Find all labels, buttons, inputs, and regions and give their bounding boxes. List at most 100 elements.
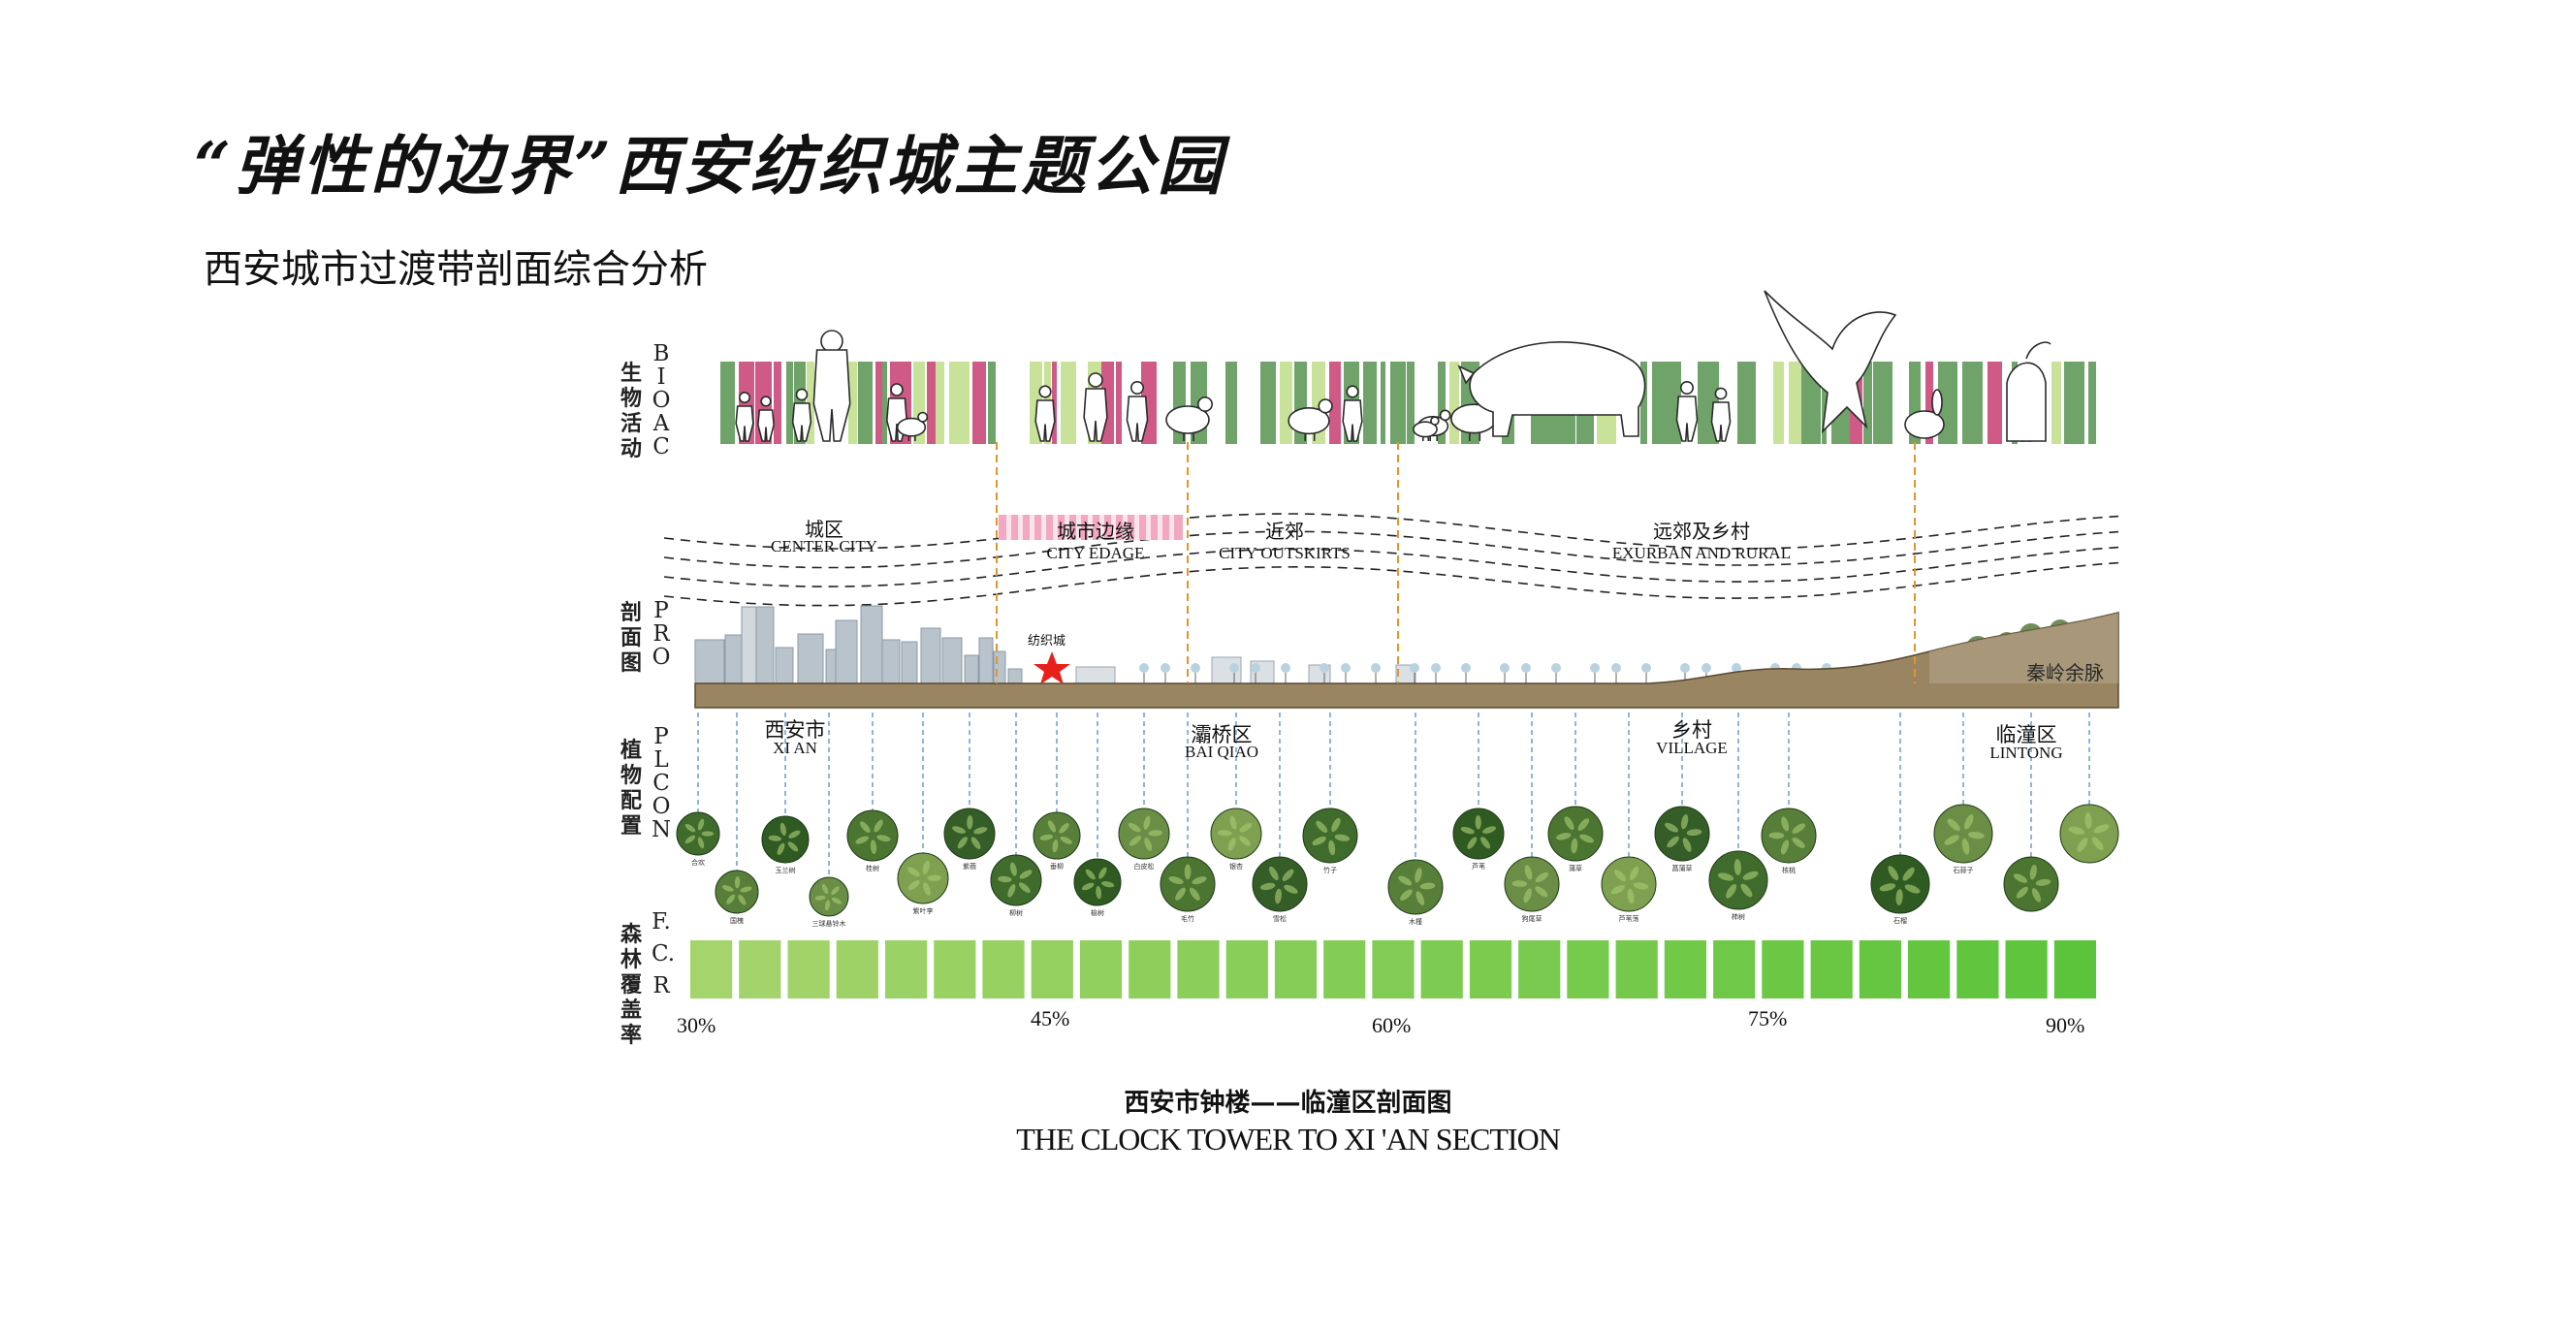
building-8 — [881, 639, 901, 684]
plant-circle-1 — [715, 870, 759, 914]
stripe-45 — [1329, 362, 1341, 444]
row-label-fcr-cn: 森林覆盖率 — [620, 923, 642, 1048]
leaf-19 — [1610, 885, 1625, 895]
plant-label: 白皮松 — [1133, 863, 1155, 871]
stripe-96 — [2088, 362, 2096, 444]
tree-crown — [1732, 663, 1741, 673]
edge-hatch — [1123, 515, 1128, 540]
leaf-2 — [768, 835, 781, 841]
stripe-88 — [1988, 362, 2002, 444]
leaf-14 — [1334, 834, 1351, 841]
person-icon — [1675, 380, 1699, 442]
animal-silhouettes — [735, 290, 2051, 442]
tree-crown — [1281, 663, 1290, 673]
leaf-9 — [1098, 867, 1107, 879]
edge-hatch — [1076, 515, 1081, 540]
leaf-18 — [1556, 833, 1572, 840]
fcr-tick-90: 90% — [2046, 1013, 2085, 1037]
mountain-fill — [1929, 613, 2118, 683]
plant-circle-11 — [1160, 856, 1216, 912]
plant-circle-3 — [809, 876, 849, 917]
zone-label-center-cn: 城区 — [805, 518, 843, 541]
leaf-26 — [2091, 837, 2104, 851]
fcr-bar-9 — [1129, 940, 1171, 998]
leaf-10 — [1144, 838, 1153, 851]
plant-label: 银杏 — [1229, 863, 1243, 871]
tree-crown — [1551, 663, 1561, 673]
wave-line-2 — [663, 546, 2119, 587]
fcr-bar-7 — [1031, 940, 1073, 998]
leaf-6 — [970, 837, 981, 849]
leaf-3 — [831, 886, 840, 895]
leaf-14 — [1316, 820, 1328, 834]
plant-circle-21 — [1708, 850, 1768, 910]
building-12 — [964, 654, 979, 684]
stripe-11 — [848, 362, 857, 444]
leaf-2 — [779, 822, 786, 837]
building-3 — [775, 647, 794, 684]
leaf-18 — [1579, 834, 1594, 843]
person-icon — [1126, 380, 1149, 442]
district-lintong-cn: 临潼区 — [1995, 723, 2057, 746]
leaf-5 — [923, 882, 931, 896]
stripe-81 — [1888, 362, 1892, 444]
row-label-plcon-en: PLCON — [652, 724, 672, 842]
stripe-12 — [858, 362, 873, 444]
leaf-19 — [1627, 888, 1635, 904]
tree-crown — [1431, 663, 1441, 673]
leaf-11 — [1192, 876, 1207, 885]
tree-crown — [1341, 663, 1351, 673]
page-subtitle: 西安城市过渡带剖面综合分析 — [204, 247, 708, 292]
stripe-19 — [949, 362, 970, 444]
building-4 — [797, 633, 824, 684]
leaf-12 — [1227, 838, 1236, 851]
row-label-pro-cn: 剖面图 — [620, 601, 642, 676]
stripe-84 — [1925, 362, 1933, 444]
leaf-18 — [1564, 816, 1574, 831]
building-15 — [1007, 668, 1023, 684]
leaf-20 — [1665, 822, 1679, 833]
tree-crown — [1641, 663, 1651, 673]
star-icon — [1034, 651, 1070, 684]
leaf-20 — [1667, 836, 1679, 848]
fcr-bar-5 — [934, 940, 976, 998]
leaf-22 — [1781, 816, 1790, 832]
stripe-8 — [807, 362, 814, 444]
eagle-icon — [1764, 290, 1897, 434]
leaf-4 — [860, 821, 871, 834]
leaf-4 — [855, 836, 870, 844]
edge-hatch — [1169, 515, 1174, 540]
leaf-7 — [1018, 882, 1031, 894]
leaf-15 — [1400, 889, 1413, 901]
leaf-3 — [821, 883, 829, 895]
tree-crown — [1251, 663, 1260, 673]
stripe-18 — [936, 362, 944, 444]
row-label-bioac-en: BIOAC — [652, 341, 671, 460]
leaf-25 — [2013, 873, 2028, 883]
leaf-24 — [1968, 831, 1985, 840]
leaf-21 — [1733, 859, 1741, 875]
edge-hatch — [1111, 515, 1116, 540]
leaf-20 — [1682, 838, 1692, 852]
fcr-bar-13 — [1323, 940, 1366, 998]
leaf-19 — [1633, 882, 1649, 890]
leaf-7 — [1019, 870, 1033, 879]
caption-en: THE CLOCK TOWER TO XI 'AN SECTION — [1016, 1122, 1561, 1157]
plant-label: 芦苇 — [1472, 863, 1485, 871]
stripe-20 — [972, 362, 986, 444]
plant-circle-5 — [897, 852, 949, 904]
leaf-4 — [870, 840, 877, 854]
row-label-plcon-cn: 植物配置 — [620, 739, 642, 839]
tree-crown — [1521, 663, 1531, 673]
leaf-25 — [2035, 878, 2051, 886]
stripe-5 — [774, 362, 781, 444]
pig-icon — [1457, 341, 1646, 437]
plant-label: 芦苇荡 — [1618, 915, 1639, 923]
stripe-95 — [2064, 362, 2084, 444]
plant-circle-20 — [1654, 806, 1710, 862]
leaf-8 — [1047, 820, 1057, 833]
tree-crown — [1320, 663, 1329, 673]
wave-line-3 — [663, 561, 2119, 607]
wave-line-0 — [663, 513, 2119, 550]
